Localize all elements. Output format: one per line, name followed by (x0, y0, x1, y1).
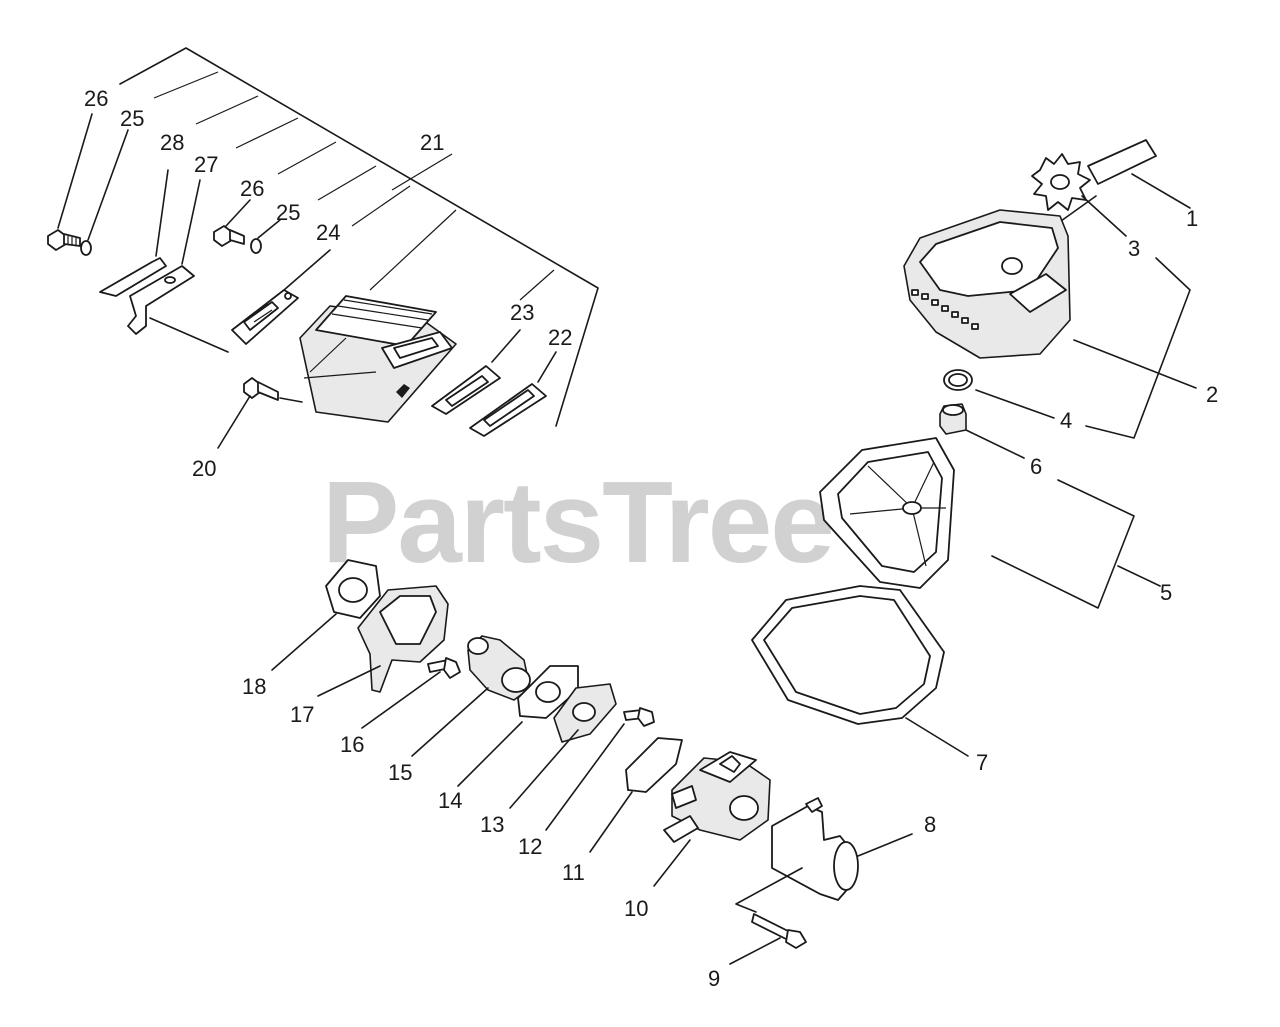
callout-5: 5 (1160, 580, 1172, 605)
gasket-11 (589, 737, 683, 853)
bracket-3-4 (1085, 257, 1191, 439)
gasket-7 (751, 585, 969, 757)
group-bracket-line (119, 47, 599, 427)
callout-2: 2 (1206, 382, 1218, 407)
watermark-text: PartsTree (322, 457, 833, 587)
bracket-27 (127, 179, 229, 353)
leader-22-bracket (519, 269, 555, 301)
callout-16: 16 (340, 732, 364, 757)
manifold-15 (411, 635, 531, 757)
leader-1 (1131, 173, 1191, 209)
callout-11: 11 (562, 860, 585, 885)
decal-1 (1087, 139, 1157, 185)
adaptor-8 (735, 797, 913, 913)
bolt-9 (729, 913, 807, 965)
heat-shield-24 (231, 249, 331, 345)
callout-4: 4 (1060, 408, 1072, 433)
callout-7: 7 (976, 750, 988, 775)
callout-6: 6 (1030, 454, 1042, 479)
leader-21 (369, 209, 457, 291)
spacer-13 (509, 683, 617, 809)
air-filter-group (751, 139, 1197, 757)
callout-23: 23 (510, 300, 534, 325)
washer-25-left (80, 129, 129, 256)
gasket-22 (469, 351, 557, 437)
gasket-18 (271, 559, 381, 671)
leader-25b (317, 165, 377, 201)
callout-26-left: 26 (84, 86, 108, 111)
callout-labels: 1 2 3 4 5 6 7 8 9 10 11 12 13 14 15 16 1… (84, 86, 1218, 991)
callout-25-left: 25 (120, 106, 144, 131)
carburetor-10 (653, 751, 771, 887)
leader-28 (195, 95, 259, 125)
callout-8: 8 (924, 812, 936, 837)
callout-14: 14 (438, 788, 462, 813)
callout-13: 13 (480, 812, 504, 837)
gasket-23 (431, 329, 521, 415)
callout-9: 9 (708, 966, 720, 991)
boot-17 (317, 585, 449, 697)
callout-12: 12 (518, 834, 542, 859)
leader-2 (1073, 339, 1197, 389)
callout-25-right: 25 (276, 200, 300, 225)
filter-5 (819, 437, 1161, 609)
leader-7 (905, 717, 969, 757)
bolt-20 (217, 377, 303, 449)
callout-1: 1 (1186, 206, 1198, 231)
muffler-group (47, 47, 599, 449)
cover-vent-holes (911, 289, 979, 330)
callout-21: 21 (420, 130, 444, 155)
callout-18: 18 (242, 674, 266, 699)
screw-16 (361, 657, 461, 729)
bolt-26-left (47, 113, 93, 251)
callout-24: 24 (316, 220, 340, 245)
callout-15: 15 (388, 760, 412, 785)
callout-26-right: 26 (240, 176, 264, 201)
leader-27 (235, 117, 299, 149)
screw-12 (545, 707, 655, 831)
grommet-6 (939, 403, 1025, 459)
callout-20: 20 (192, 456, 216, 481)
intake-group (271, 559, 913, 965)
callout-17: 17 (290, 702, 314, 727)
leader-26b (277, 141, 337, 175)
plate-28 (99, 169, 169, 297)
callout-22: 22 (548, 325, 572, 350)
cover-2 (903, 209, 1197, 389)
callout-3: 3 (1128, 236, 1140, 261)
leader-21-top (391, 153, 453, 191)
leader-5 (1117, 565, 1161, 587)
callout-28: 28 (160, 130, 184, 155)
muffler-21 (299, 295, 457, 423)
washer-25-right (250, 219, 281, 254)
bolt-26-right (213, 199, 251, 247)
leader-24 (351, 185, 411, 227)
leader-25a (153, 71, 219, 99)
callout-10: 10 (624, 896, 648, 921)
clip-4 (943, 369, 1055, 419)
callout-27: 27 (194, 152, 218, 177)
